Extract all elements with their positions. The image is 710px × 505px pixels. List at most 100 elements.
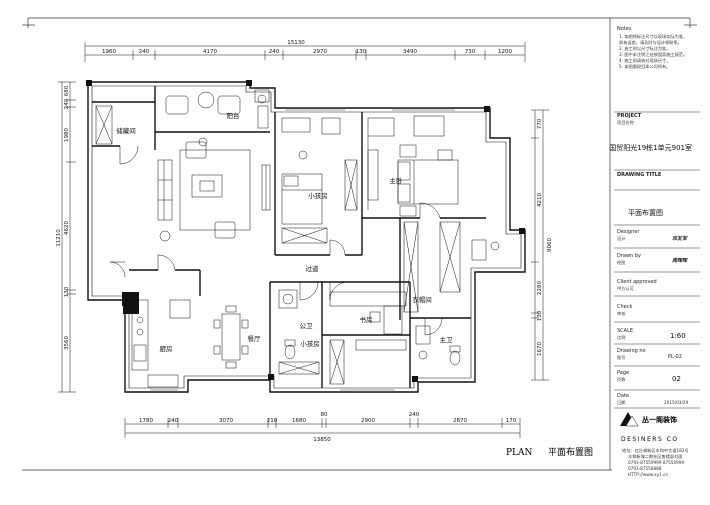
- right-dimensions: [531, 109, 549, 381]
- right-total-dim: 9060: [547, 238, 553, 252]
- room-label-balcony: 阳台: [227, 111, 240, 120]
- notes-text: 1. 本图所标注尺寸以现场实际为准， 如有误差，请及时与设计师联系。 2. 施工…: [619, 33, 687, 70]
- dim-label: 130: [64, 286, 70, 297]
- scale-label: SCALE: [617, 328, 633, 334]
- dim-label: 1780: [139, 418, 153, 424]
- right-dim-labels: 770 4210 2280 130 1670 9060: [537, 118, 553, 356]
- notes-line: 1. 本图所标注尺寸以现场实际为准，: [619, 33, 687, 40]
- room-label-corridor: 过道: [306, 264, 320, 273]
- dim-label: 80: [321, 412, 328, 418]
- drawing-no-value: PL-02: [668, 354, 682, 360]
- room-labels: 储藏间 阳台 小孩房 主卧 过道 衣帽间 厨房 餐厅 公卫 小孩房 书房 主卫: [116, 111, 453, 353]
- top-dim-labels: 1960 240 4170 240 2970 130 3490 730 1200: [102, 49, 512, 55]
- page-label-cn: 页数: [617, 376, 626, 383]
- dim-label: 3490: [403, 49, 417, 55]
- project-label: PROJECT: [617, 113, 642, 119]
- dim-label: 170: [506, 418, 517, 424]
- dim-label: 730: [465, 49, 476, 55]
- address-line: 0791-87559999 87550999: [628, 460, 684, 465]
- date-value: 2015/03/29: [664, 400, 688, 405]
- room-label-kids-room-2: 小孩房: [300, 339, 320, 348]
- furniture: [95, 89, 500, 388]
- scale-label-cn: 比例: [617, 334, 625, 341]
- dim-label: 240: [409, 412, 420, 418]
- left-total-dim: 11210: [56, 229, 62, 247]
- dim-label: 240: [139, 49, 150, 55]
- company-logo: 丛一阁装饰: [620, 412, 677, 427]
- room-label-dining: 餐厅: [248, 334, 262, 343]
- sheet-frame: [22, 17, 697, 471]
- plan-area: 15130 1960 240 4170 240 2970 130 3490 73…: [56, 40, 553, 443]
- dim-label: 1980: [64, 128, 70, 142]
- dim-label: 130: [356, 49, 367, 55]
- dim-label: 1960: [102, 49, 116, 55]
- check-label-cn: 审核: [617, 310, 626, 317]
- drawn-by-label: Drawn by: [617, 253, 641, 259]
- notes-line: 4. 施工前请核对现场尺寸。: [619, 57, 670, 64]
- plan-title-en: PLAN: [506, 448, 533, 458]
- room-label-public-wc: 公卫: [300, 322, 314, 330]
- scale-value: 1:60: [670, 332, 686, 340]
- client-approved-label: Client approved: [617, 279, 657, 285]
- dim-label: 770: [537, 118, 543, 129]
- doors: [109, 145, 443, 336]
- designer-signature: 邓友军: [672, 235, 688, 242]
- windows: [150, 109, 455, 391]
- dim-label: 210: [267, 418, 278, 424]
- dim-label: 4170: [203, 49, 217, 55]
- dim-label: 240: [168, 418, 179, 424]
- notes-label: Notes: [617, 26, 632, 32]
- dim-label: 1670: [537, 342, 543, 356]
- room-label-closet: 衣帽间: [412, 295, 432, 304]
- date-label: Date: [617, 393, 629, 399]
- top-dimensions: [84, 42, 526, 62]
- page-label: Page: [617, 370, 629, 376]
- dim-label: 130: [537, 310, 543, 321]
- drawing-title-label: DRAWING TITLE: [617, 172, 662, 178]
- dim-label: 2970: [313, 49, 327, 55]
- client-approved-label-cn: 甲方认可: [617, 285, 634, 292]
- address-line: HTTP://www.xy1.cn: [628, 472, 668, 477]
- dim-label: 4210: [537, 193, 543, 207]
- address-line: 丰和新城二期东区售楼部对面: [628, 453, 682, 460]
- bottom-dimensions: [124, 418, 521, 438]
- dim-label: 2870: [453, 418, 467, 424]
- room-label-kids-room: 小孩房: [308, 191, 328, 200]
- drawn-by-signature: 周晖晖: [671, 257, 688, 264]
- dim-label: 2900: [361, 418, 375, 424]
- project-label-cn: 项目名称: [617, 119, 634, 126]
- drawing-no-label-cn: 图号: [617, 355, 625, 361]
- dim-label: 240: [269, 49, 280, 55]
- notes-line: 5. 本图版权归本公司所有。: [619, 63, 670, 70]
- company-name: 丛一阁装饰: [642, 415, 677, 424]
- date-label-cn: 日期: [617, 400, 625, 406]
- check-label: Check: [617, 304, 632, 310]
- room-label-kitchen: 厨房: [160, 344, 173, 353]
- walls: [87, 81, 526, 393]
- drawn-by-label-cn: 绘图: [617, 259, 625, 266]
- drawing-title: 平面布置图: [628, 208, 663, 217]
- company-address: 地址：红谷滩新区丰和中大道182号 丰和新城二期东区售楼部对面 0791-875…: [622, 447, 689, 477]
- dim-label: 680: [64, 85, 70, 96]
- room-label-study: 书房: [360, 315, 373, 324]
- designer-label: Designer: [617, 229, 640, 235]
- room-label-master-bedroom: 主卧: [390, 176, 404, 185]
- room-label-master-wc: 主卫: [440, 335, 454, 344]
- bottom-total-dim: 13850: [313, 437, 331, 443]
- left-dimensions: [58, 81, 76, 393]
- dim-label: 2280: [537, 281, 543, 295]
- drawing-no-label: Drawing no: [617, 348, 646, 354]
- room-label-storage: 储藏间: [116, 126, 136, 135]
- dim-label: 1200: [498, 49, 512, 55]
- dim-label: 1680: [292, 418, 306, 424]
- designer-label-cn: 设计: [617, 235, 625, 242]
- notes-line: 如有误差，请及时与设计师联系。: [619, 39, 682, 46]
- page-value: 02: [672, 375, 681, 383]
- dim-label: 240: [64, 98, 70, 109]
- left-dim-labels: 680 240 1980 4620 130 3560 11210: [56, 85, 70, 350]
- fridge-block: [123, 292, 139, 314]
- dim-label: 3560: [64, 336, 70, 350]
- bottom-dim-labels: 1780 240 3070 210 1680 80 2900 240 2870 …: [139, 412, 517, 424]
